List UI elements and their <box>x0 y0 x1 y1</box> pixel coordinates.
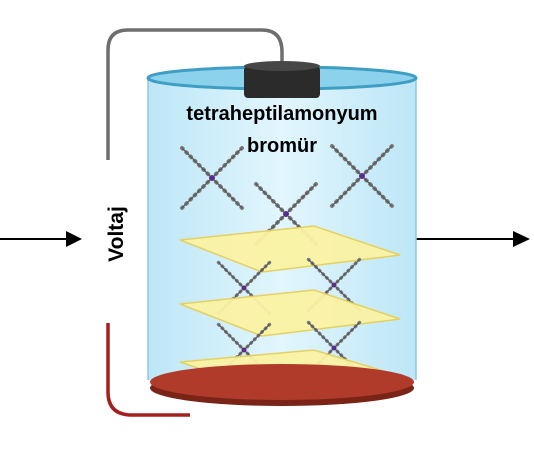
bottom-wire <box>106 323 190 417</box>
voltage-label: Voltaj <box>105 206 128 262</box>
bottom-electrode <box>150 364 414 406</box>
compound-label-line2: bromür <box>247 135 317 157</box>
sheet-top <box>179 225 401 273</box>
sheet-middle <box>179 289 401 337</box>
electrode-cap-icon <box>244 61 320 98</box>
compound-label-line1: tetraheptilamonyum <box>186 103 378 125</box>
top-wire <box>106 28 284 160</box>
arrow-in-icon <box>0 231 82 247</box>
arrow-out-icon <box>416 231 530 247</box>
